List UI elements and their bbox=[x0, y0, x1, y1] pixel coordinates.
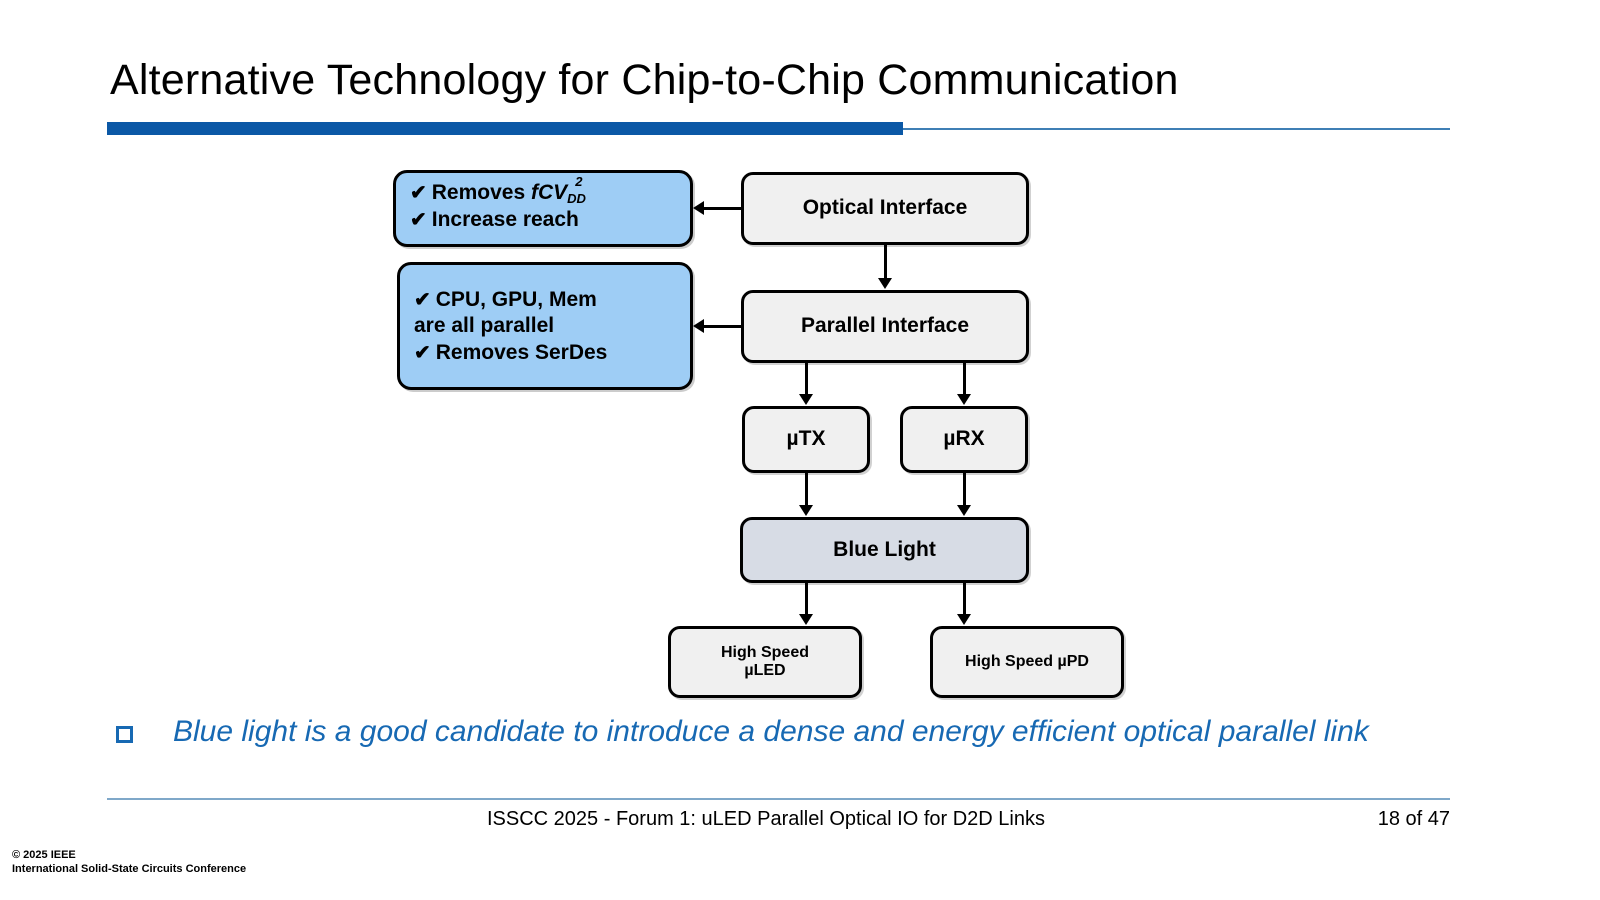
callout-parallel-text-1: CPU, GPU, Mem bbox=[435, 288, 597, 311]
square-bullet-icon bbox=[116, 726, 133, 743]
node-high-speed-uled-label-line2: µLED bbox=[744, 662, 786, 679]
arrowhead-down-urx bbox=[957, 394, 971, 405]
connector-parallel-to-urx bbox=[963, 363, 966, 396]
arrowhead-down-parallel bbox=[878, 278, 892, 289]
node-high-speed-upd: High Speed µPD bbox=[930, 626, 1124, 698]
check-icon: ✔ bbox=[410, 208, 427, 231]
formula-base: fCV bbox=[530, 181, 568, 204]
arrowhead-down-upd bbox=[957, 614, 971, 625]
check-icon: ✔ bbox=[414, 289, 431, 311]
node-urx: µRX bbox=[900, 406, 1028, 473]
node-parallel-interface: Parallel Interface bbox=[741, 290, 1029, 363]
arrowhead-left-callout-parallel bbox=[693, 319, 704, 333]
callout-parallel-line-3: ✔Removes SerDes bbox=[414, 340, 678, 365]
connector-bluelight-to-uled bbox=[805, 583, 808, 616]
node-utx-label: µTX bbox=[786, 427, 826, 451]
node-utx: µTX bbox=[742, 406, 870, 473]
copyright-notice: © 2025 IEEE International Solid-State Ci… bbox=[12, 848, 246, 876]
formula-subscript: DD bbox=[567, 190, 586, 206]
check-icon: ✔ bbox=[414, 342, 431, 364]
node-high-speed-uled-label-line1: High Speed bbox=[720, 643, 809, 661]
arrowhead-down-bluelight-left bbox=[799, 505, 813, 516]
footer-rule bbox=[107, 798, 1450, 800]
copyright-line-2: International Solid-State Circuits Confe… bbox=[12, 863, 247, 876]
arrowhead-down-utx bbox=[799, 394, 813, 405]
callout-parallel-line-2: are all parallel bbox=[414, 314, 678, 338]
node-optical-interface: Optical Interface bbox=[741, 172, 1029, 245]
page-title: Alternative Technology for Chip-to-Chip … bbox=[110, 56, 1179, 104]
callout-optical-line-2: ✔Increase reach bbox=[410, 207, 678, 232]
callout-parallel-text-3: Removes SerDes bbox=[435, 341, 608, 364]
bullet-row: Blue light is a good candidate to introd… bbox=[110, 714, 1430, 751]
node-parallel-interface-label: Parallel Interface bbox=[800, 314, 970, 338]
connector-utx-to-bluelight bbox=[805, 473, 808, 507]
arrowhead-left-callout-optical bbox=[693, 201, 704, 215]
callout-optical-text-1: Removes bbox=[431, 181, 531, 204]
title-rule-thick bbox=[107, 122, 903, 135]
connector-optical-to-parallel bbox=[884, 245, 887, 280]
connector-optical-to-callout bbox=[700, 207, 744, 210]
arrowhead-down-uled bbox=[799, 614, 813, 625]
connector-parallel-to-utx bbox=[805, 363, 808, 396]
callout-parallel-text-2: are all parallel bbox=[414, 314, 555, 337]
node-high-speed-upd-label: High Speed µPD bbox=[965, 652, 1089, 670]
copyright-line-1: © 2025 IEEE bbox=[12, 849, 76, 861]
callout-parallel: ✔CPU, GPU, Mem are all parallel ✔Removes… bbox=[397, 262, 693, 390]
footer-page-number: 18 of 47 bbox=[1377, 808, 1450, 830]
connector-parallel-to-callout bbox=[700, 325, 744, 328]
callout-parallel-line-1: ✔CPU, GPU, Mem bbox=[414, 287, 678, 312]
node-optical-interface-label: Optical Interface bbox=[802, 196, 968, 220]
check-icon: ✔ bbox=[410, 182, 427, 204]
bullet-text: Blue light is a good candidate to introd… bbox=[173, 715, 1369, 748]
node-high-speed-uled: High Speed µLED bbox=[668, 626, 862, 698]
formula-superscript: 2 bbox=[575, 174, 583, 190]
footer-conference-label: ISSCC 2025 - Forum 1: uLED Parallel Opti… bbox=[487, 808, 1045, 830]
node-urx-label: µRX bbox=[943, 427, 985, 451]
node-blue-light: Blue Light bbox=[740, 517, 1029, 583]
arrowhead-down-bluelight-right bbox=[957, 505, 971, 516]
callout-optical-text-2: Increase reach bbox=[431, 207, 579, 231]
connector-urx-to-bluelight bbox=[963, 473, 966, 507]
node-blue-light-label: Blue Light bbox=[833, 537, 936, 561]
connector-bluelight-to-upd bbox=[963, 583, 966, 616]
